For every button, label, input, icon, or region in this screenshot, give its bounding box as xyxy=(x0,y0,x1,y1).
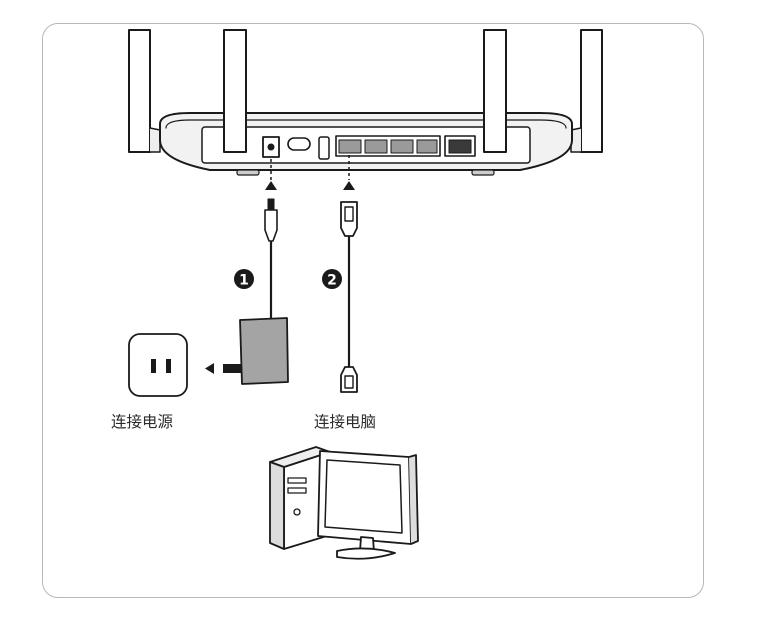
power-adapter xyxy=(239,317,289,385)
up-arrow-icon xyxy=(265,181,277,190)
router xyxy=(128,29,603,176)
connect-computer-label: 连接电脑 xyxy=(314,413,377,431)
wall-outlet xyxy=(128,333,188,397)
lan-ports xyxy=(335,135,441,157)
adapter-prongs xyxy=(223,364,241,373)
antenna-left-inner xyxy=(223,29,247,153)
power-cable xyxy=(205,198,289,385)
antenna-left-outer xyxy=(128,29,161,153)
ethernet-cable xyxy=(340,201,358,393)
connect-power-label: 连接电源 xyxy=(111,413,174,431)
up-arrow-icon xyxy=(343,181,355,190)
lan-guide xyxy=(343,155,355,190)
power-port xyxy=(262,136,280,158)
dc-plug-tip xyxy=(267,198,275,210)
step-number-1: 1 xyxy=(239,273,249,289)
pc-monitor xyxy=(317,450,419,560)
step-number-2: 2 xyxy=(327,273,337,289)
step-badge-1: 1 xyxy=(234,269,254,289)
dc-plug xyxy=(264,209,278,242)
rj45-plug-bottom xyxy=(340,366,358,393)
usb-port xyxy=(318,136,330,160)
computer xyxy=(269,446,419,560)
step-badge-2: 2 xyxy=(322,269,342,289)
rj45-plug-top xyxy=(340,201,358,237)
left-arrow-icon xyxy=(205,363,214,374)
antenna-right-outer xyxy=(570,29,603,153)
reset-button xyxy=(287,137,311,151)
power-guide xyxy=(265,159,277,190)
antenna-right-inner xyxy=(483,29,507,153)
wan-port xyxy=(444,135,476,157)
